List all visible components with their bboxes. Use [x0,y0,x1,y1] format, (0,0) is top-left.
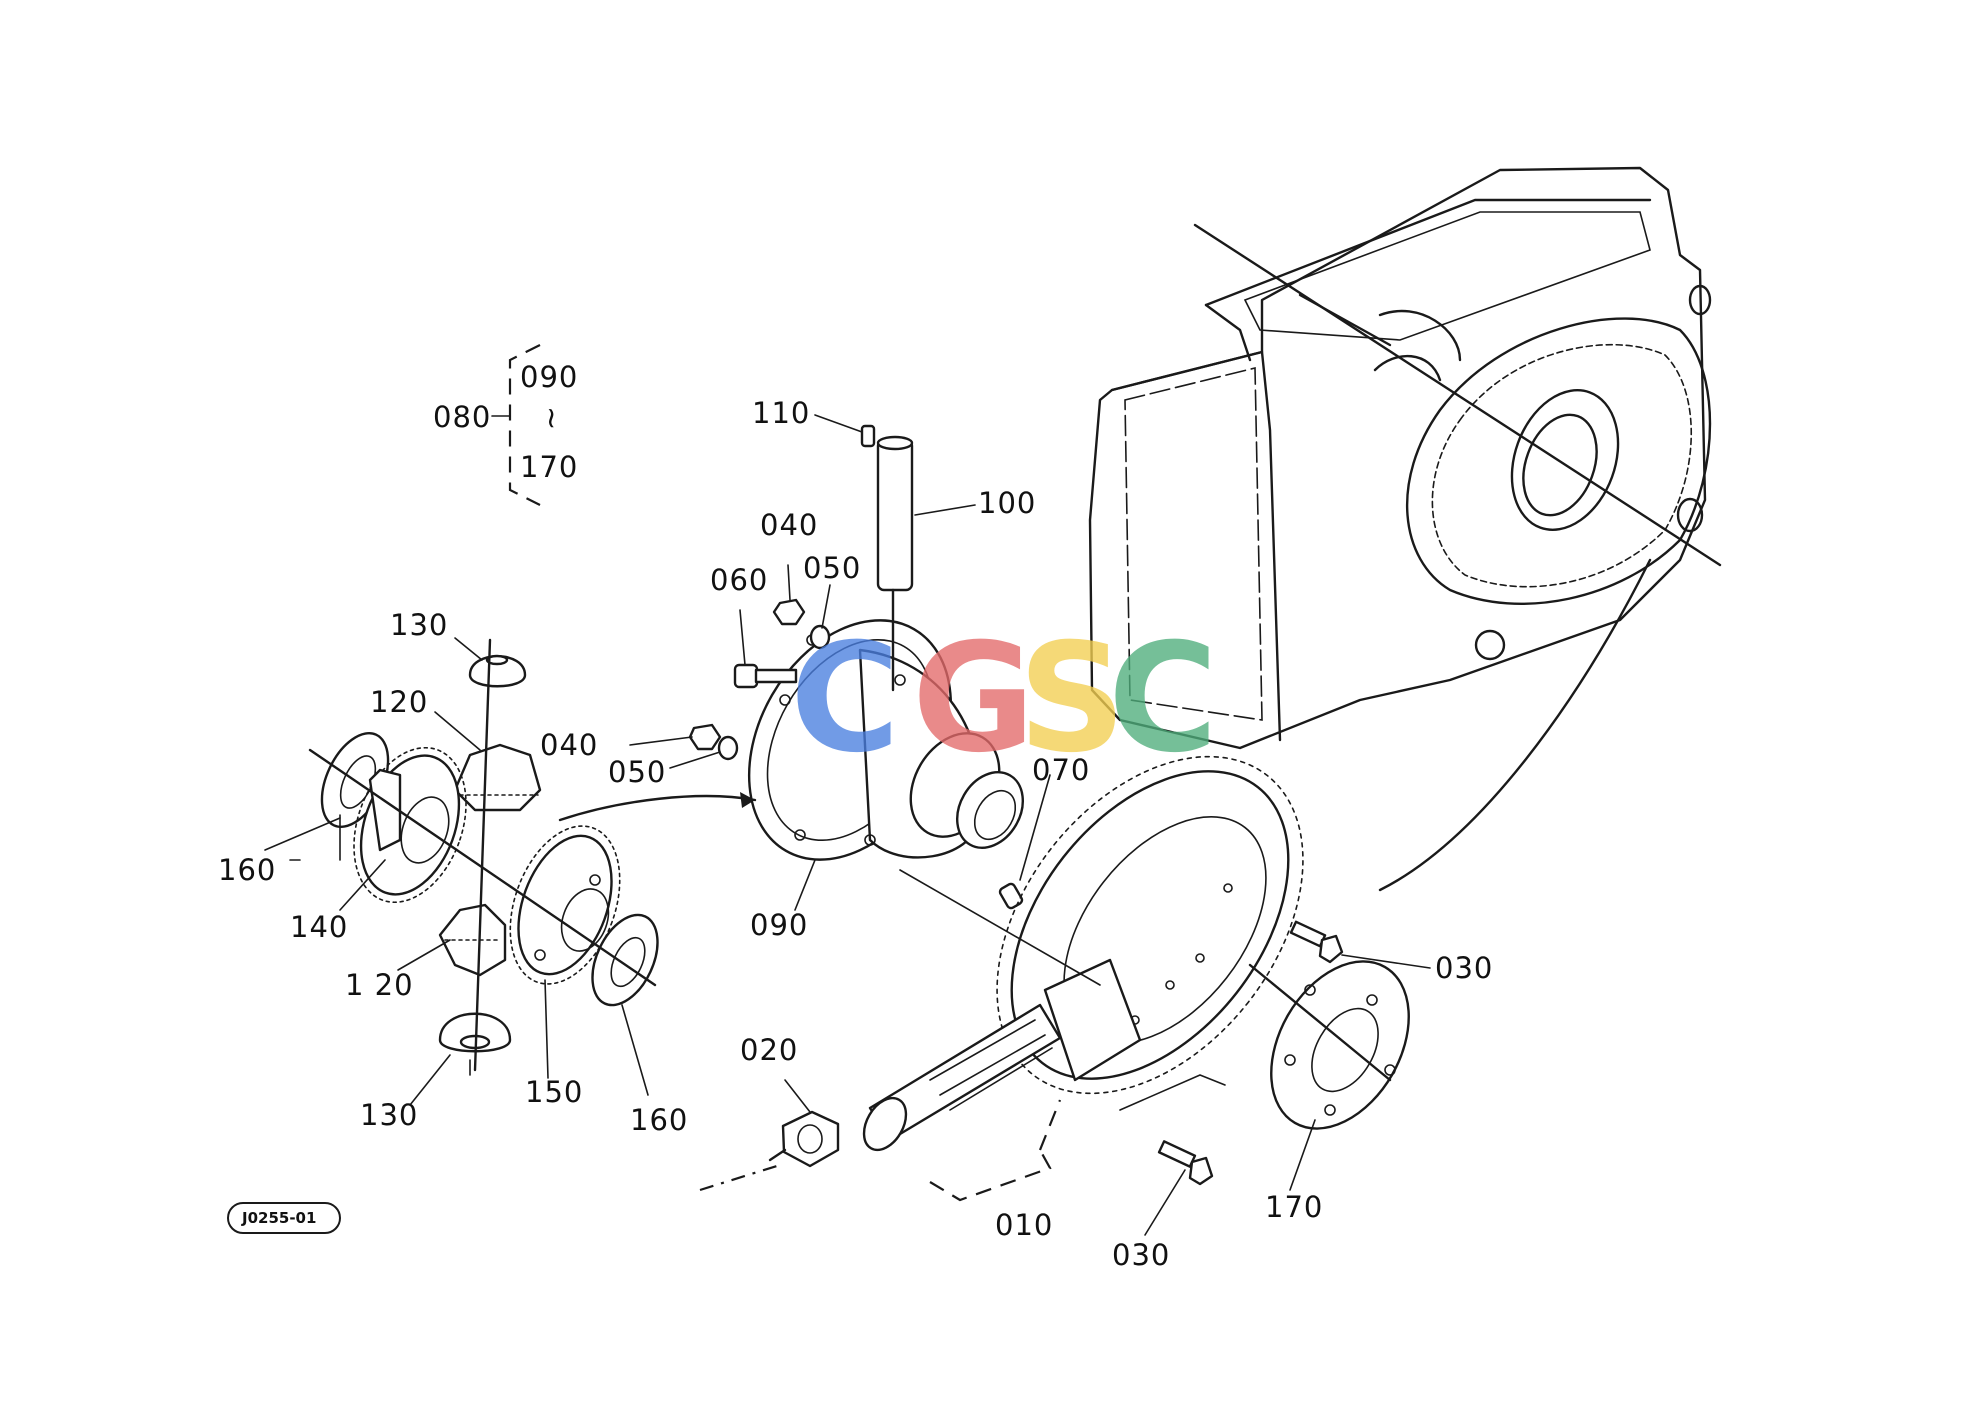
label-030-upper: 030 [1435,951,1493,985]
label-140: 140 [290,910,348,944]
leader-lines [264,414,1431,1236]
label-050-upper: 050 [803,551,861,585]
reference-code-badge: J0255-01 [227,1202,341,1234]
watermark-letter-4: C [1108,612,1218,786]
part-050-washer-upper [809,624,831,650]
part-120-pinion-gear-top [453,743,542,812]
part-010-drive-pinion-shaft [862,958,1142,1152]
part-170-flange [1248,960,1410,1130]
part-060-bolt [733,663,798,689]
reference-code: J0255-01 [241,1209,316,1227]
label-010: 010 [995,1208,1053,1242]
label-150: 150 [525,1075,583,1109]
part-040-nut-lower [688,723,722,751]
part-070-pin [998,882,1024,910]
label-130-top: 130 [390,608,448,642]
label-130-bottom: 130 [360,1098,418,1132]
part-030-bolt-upper [1289,920,1344,964]
label-tilde: ~ [535,406,569,431]
center-line [699,1163,781,1192]
part-100-pinion-shaft [876,435,914,592]
leader-010-ring [1119,1074,1226,1111]
label-160-left: 160 [218,853,276,887]
transmission-case [1088,166,1722,892]
label-090-case: 090 [750,908,808,942]
label-100: 100 [978,486,1036,520]
assembly-arrow [558,794,757,822]
label-120-top: 120 [370,685,428,719]
part-labels: 110 100 040 050 060 040 050 070 090 030 … [218,360,1493,1272]
label-040-upper: 040 [760,508,818,542]
label-170-flange: 170 [1265,1190,1323,1224]
watermark-letter-3: S [1018,612,1126,786]
label-050-lower: 050 [608,755,666,789]
arrow-head-icon [740,792,755,808]
part-120-pinion-gear-bottom [438,903,507,977]
part-110-pin [860,424,876,448]
label-120-bottom: 1 20 [345,968,414,1002]
label-020: 020 [740,1033,798,1067]
label-040-lower: 040 [540,728,598,762]
label-170-group: 170 [520,450,578,484]
part-130-washer-top [468,654,527,688]
label-080: 080 [433,400,491,434]
pinion-axis-line [473,638,492,1072]
part-030-bolt-lower [1157,1140,1214,1186]
label-110: 110 [752,396,810,430]
label-090-group: 090 [520,360,578,394]
watermark-letter-2: G [912,612,1035,786]
part-040-nut-upper [772,598,806,626]
label-060: 060 [710,563,768,597]
label-070: 070 [1032,753,1090,787]
label-030-lower: 030 [1112,1238,1170,1272]
label-160-right: 160 [630,1103,688,1137]
watermark-letter-1: C [790,612,900,786]
part-020-nut [768,1110,840,1168]
group-bracket-080 [491,344,541,506]
watermark-logo: C G S C [790,612,1218,786]
side-gear-axis-line [308,748,657,987]
part-090-differential-case [747,588,1024,861]
part-050-washer-lower [717,735,739,761]
group-bracket-010 [929,1099,1062,1202]
